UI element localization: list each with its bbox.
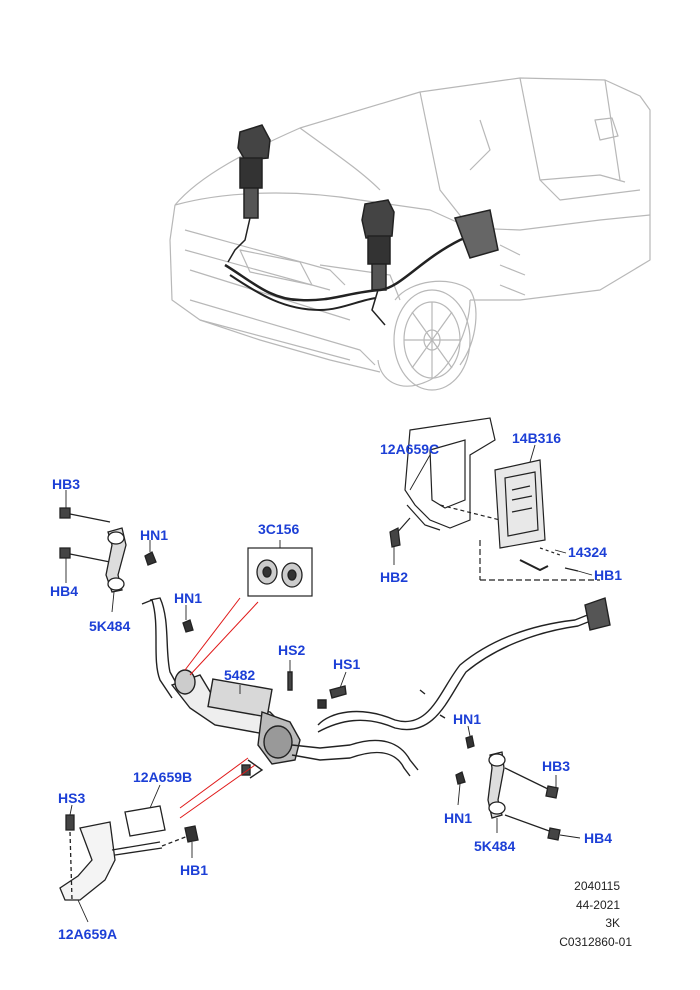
callout-HN1-right-a: HN1 xyxy=(453,711,482,727)
callout-HB1-top: HB1 xyxy=(594,567,623,583)
vehicle-outline xyxy=(169,77,651,391)
callout-HN1-left-a: HN1 xyxy=(140,527,169,543)
callout-leaders xyxy=(65,444,593,923)
callout-HS1: HS1 xyxy=(333,656,361,672)
right-drop-link xyxy=(455,735,561,841)
reference-code-2: 44-2021 xyxy=(575,898,620,912)
bushing-kit xyxy=(247,547,313,597)
callout-HB3-left: HB3 xyxy=(52,476,81,492)
callout-HS2: HS2 xyxy=(278,642,306,658)
wiring-harness xyxy=(317,597,611,733)
callout-HB4-right: HB4 xyxy=(584,830,613,846)
reference-code-3: 3K xyxy=(605,916,620,930)
callout-HB2: HB2 xyxy=(380,569,409,585)
callout-HB1-bottom: HB1 xyxy=(180,862,209,878)
callout-5K484-left: 5K484 xyxy=(89,618,131,634)
anti-roll-bar xyxy=(141,597,419,779)
reference-code-4: C0312860-01 xyxy=(559,935,632,949)
red-leaders xyxy=(179,597,259,819)
callout-14324: 14324 xyxy=(568,544,607,560)
callout-HN1-right-b: HN1 xyxy=(444,810,473,826)
callout-HB4-left: HB4 xyxy=(50,583,79,599)
control-module-assembly xyxy=(389,417,600,581)
callout-12A659A: 12A659A xyxy=(58,926,118,942)
callout-12A659C: 12A659C xyxy=(380,441,440,457)
reference-code-1: 2040115 xyxy=(574,879,620,893)
bracket-assembly xyxy=(59,805,199,901)
callout-HN1-left-b: HN1 xyxy=(174,590,203,606)
callout-HB3-right: HB3 xyxy=(542,758,571,774)
callout-HS3: HS3 xyxy=(58,790,86,806)
left-drop-link xyxy=(59,507,194,633)
callout-5K484-right: 5K484 xyxy=(474,838,516,854)
callout-3C156: 3C156 xyxy=(258,521,300,537)
callout-5482: 5482 xyxy=(224,667,256,683)
vehicle-suspension xyxy=(224,124,499,326)
callout-12A659B: 12A659B xyxy=(133,769,193,785)
callout-14B316: 14B316 xyxy=(512,430,562,446)
